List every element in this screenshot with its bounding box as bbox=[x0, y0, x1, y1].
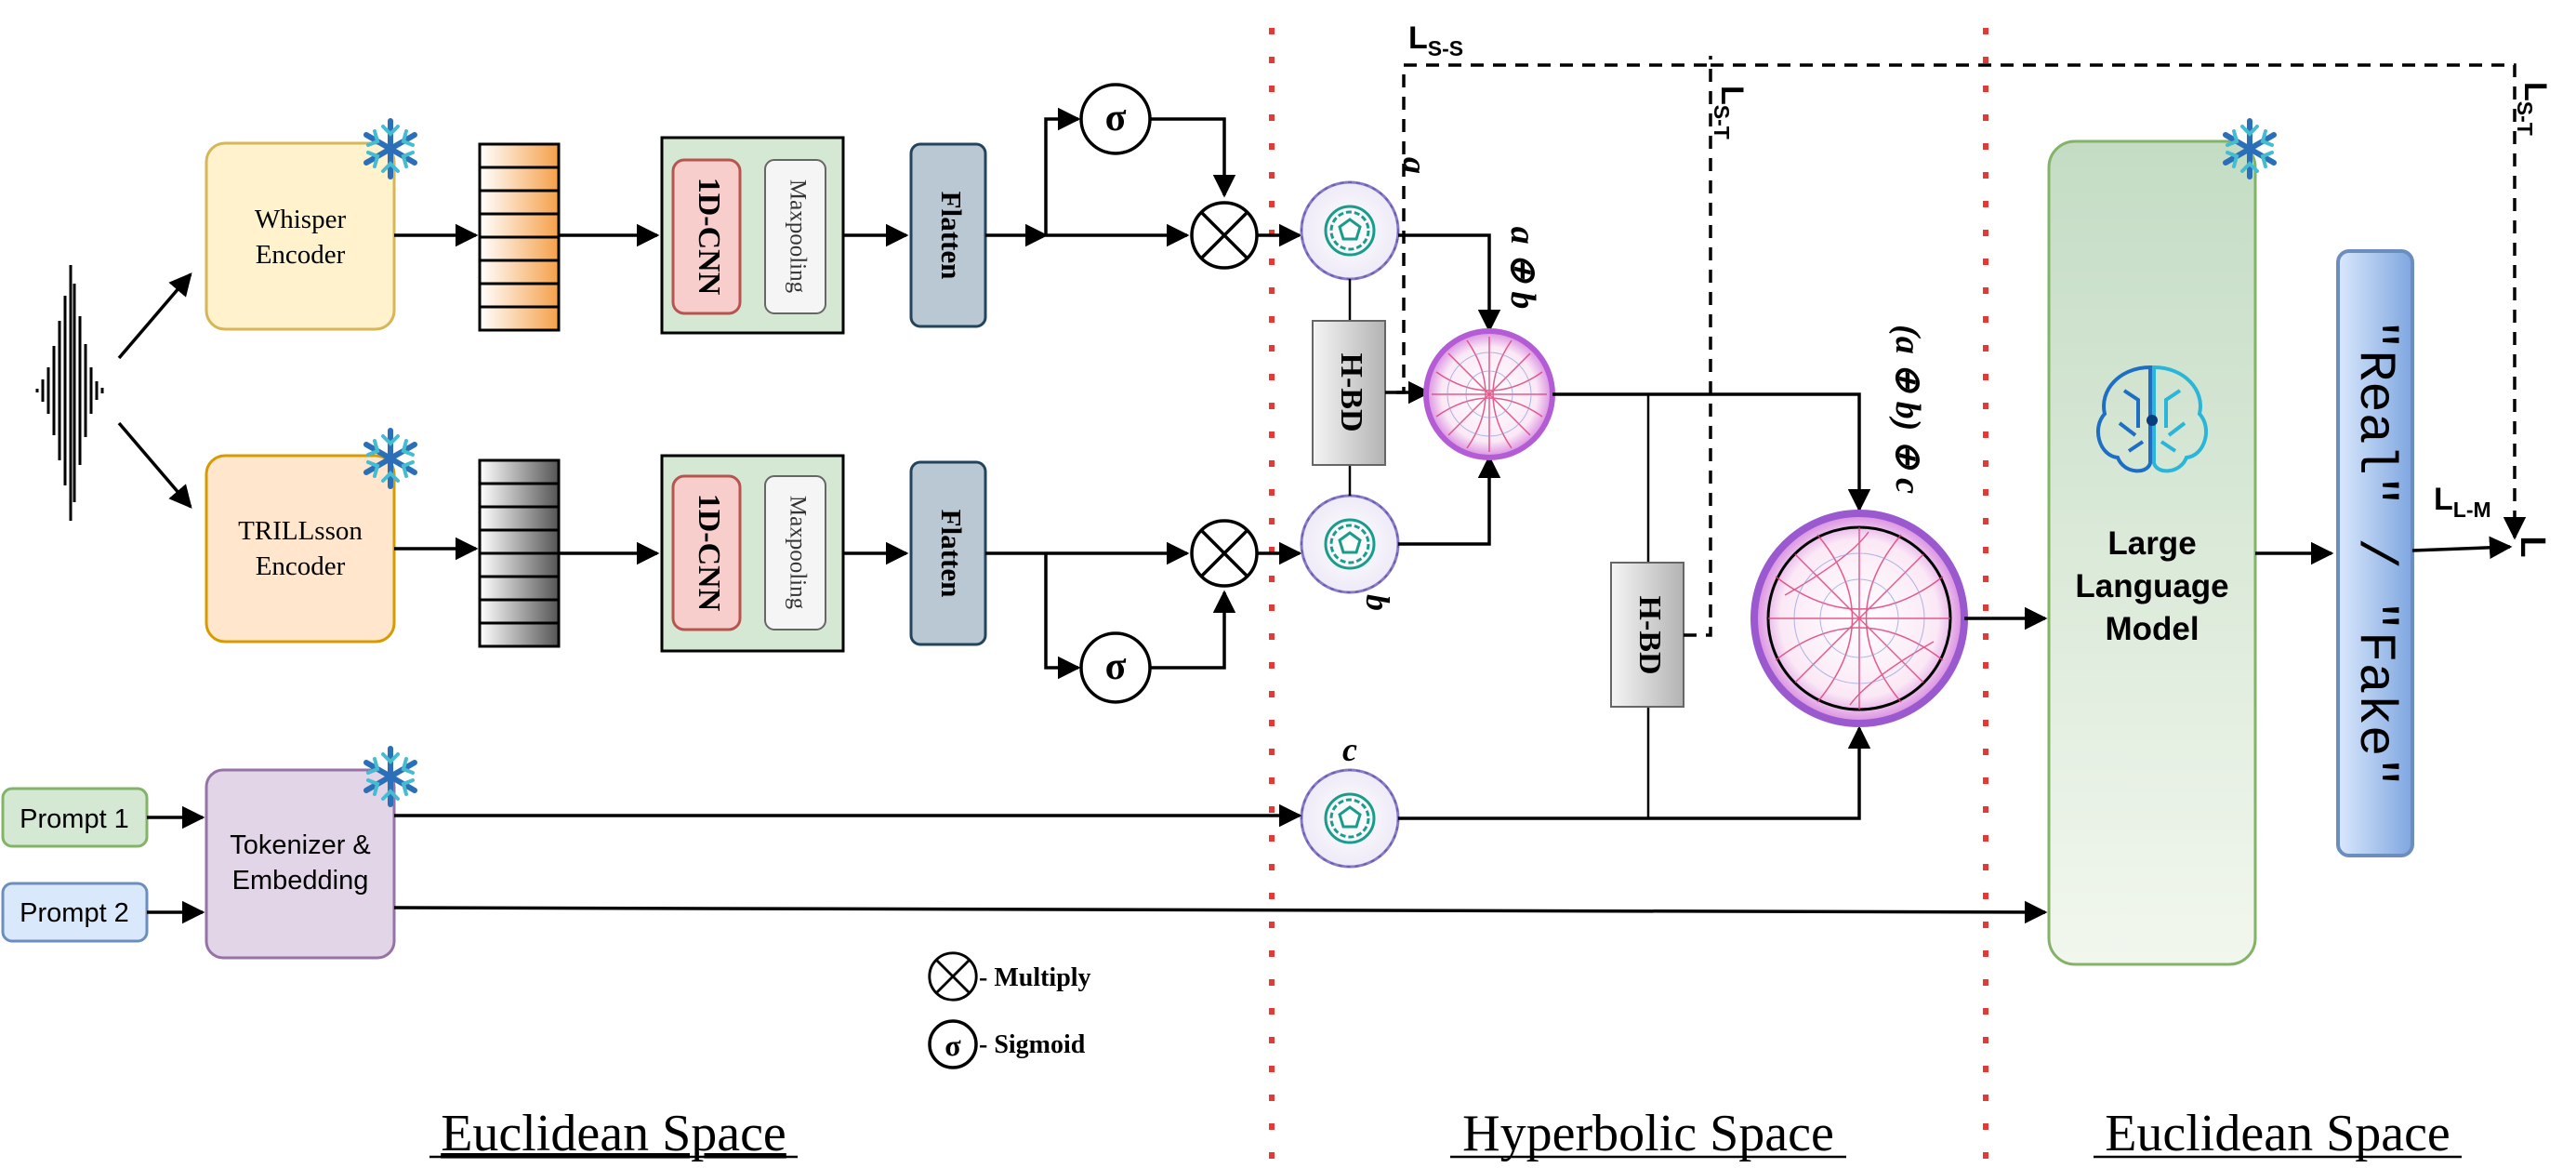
legend-multiply-label: - Multiply bbox=[979, 963, 1091, 992]
sigmoid-symbol-top: σ bbox=[1105, 97, 1127, 139]
svg-text:σ: σ bbox=[945, 1029, 961, 1062]
poincare-disk-abc bbox=[1750, 510, 1968, 727]
label-a: a bbox=[1396, 157, 1433, 174]
poincare-disk-b bbox=[1300, 494, 1400, 594]
multiply-icon bbox=[1190, 519, 1259, 588]
loss-final-label: L bbox=[2513, 536, 2552, 557]
poincare-disk-c bbox=[1300, 768, 1400, 869]
sigmoid-node-top: σ bbox=[1079, 83, 1152, 155]
whisper-encoder-label-1: Whisper bbox=[255, 205, 347, 234]
whisper-encoder-label-2: Encoder bbox=[256, 240, 346, 270]
llm-label-1: Large bbox=[2107, 525, 2196, 562]
label-a-plus-b: a ⊕ b bbox=[1503, 227, 1542, 310]
sigmoid-symbol-bottom: σ bbox=[1105, 645, 1127, 688]
cnn-maxpool-block-top: 1D-CNN Maxpooling bbox=[660, 136, 845, 335]
hbd-label-left: H-BD bbox=[1334, 353, 1368, 432]
flatten-label-top: Flatten bbox=[935, 192, 968, 280]
loss-st-label-middle: LS-T bbox=[1710, 86, 1750, 139]
output-box: "Real" / "Fake" bbox=[2336, 249, 2414, 857]
maxpool-label-bottom: Maxpooling bbox=[785, 496, 810, 610]
llm-label-2: Language bbox=[2075, 568, 2228, 604]
whisper-encoder-block: Whisper Encoder bbox=[205, 141, 396, 331]
prompt-2-label: Prompt 2 bbox=[20, 898, 129, 928]
poincare-disk-a-plus-b bbox=[1423, 328, 1555, 460]
space-label-right: Euclidean Space bbox=[2105, 1105, 2451, 1162]
output-label: "Real" / "Fake" bbox=[2345, 319, 2405, 788]
whisper-feature-stack bbox=[478, 142, 561, 332]
legend-sigmoid-label: - Sigmoid bbox=[979, 1030, 1086, 1059]
trillsson-encoder-block: TRILLsson Encoder bbox=[205, 454, 396, 644]
prompt-1-box: Prompt 1 bbox=[1, 787, 149, 848]
loss-ss-label: LS-S bbox=[1408, 20, 1463, 60]
space-label-middle: Hyperbolic Space bbox=[1462, 1105, 1834, 1162]
tokenizer-embedding-block: Tokenizer & Embedding bbox=[205, 768, 396, 960]
waveform-icon bbox=[35, 265, 104, 521]
loss-lm-label: LL-M bbox=[2434, 482, 2491, 522]
multiply-icon bbox=[1190, 201, 1259, 270]
sigmoid-node-bottom: σ bbox=[1079, 631, 1152, 704]
multiply-icon bbox=[928, 951, 978, 1002]
cnn-label-top: 1D-CNN bbox=[692, 178, 726, 296]
trillsson-encoder-label-1: TRILLsson bbox=[238, 516, 363, 546]
maxpool-label-top: Maxpooling bbox=[785, 179, 810, 294]
cnn-label-bottom: 1D-CNN bbox=[692, 494, 726, 612]
prompt-2-box: Prompt 2 bbox=[1, 882, 149, 943]
space-label-left: Euclidean Space bbox=[441, 1105, 786, 1162]
brain-icon bbox=[2095, 365, 2209, 473]
hbd-label-right: H-BD bbox=[1632, 596, 1667, 675]
tokenizer-label-2: Embedding bbox=[232, 866, 369, 896]
llm-block: Large Language Model bbox=[2047, 139, 2257, 966]
loss-line-st bbox=[1711, 63, 2527, 540]
prompt-1-label: Prompt 1 bbox=[20, 804, 129, 834]
label-c: c bbox=[1342, 731, 1357, 768]
hbd-block-right: H-BD bbox=[1610, 562, 1684, 708]
trillsson-feature-stack bbox=[478, 458, 561, 648]
loss-line-ss bbox=[1396, 63, 1711, 394]
legend: - Multiply σ - Sigmoid bbox=[928, 951, 1091, 1069]
sigmoid-icon: σ bbox=[928, 1019, 978, 1069]
llm-label-3: Model bbox=[2105, 611, 2199, 647]
tokenizer-label-1: Tokenizer & bbox=[230, 830, 371, 860]
poincare-disk-a bbox=[1300, 180, 1400, 281]
label-b: b bbox=[1359, 594, 1396, 611]
flatten-block-top: Flatten bbox=[909, 142, 987, 328]
label-abc: (a ⊕ b) ⊕ c bbox=[1888, 325, 1927, 494]
hbd-block-left: H-BD bbox=[1312, 320, 1386, 466]
flatten-block-bottom: Flatten bbox=[909, 460, 987, 646]
trillsson-encoder-label-2: Encoder bbox=[256, 551, 346, 581]
flatten-label-bottom: Flatten bbox=[935, 510, 968, 598]
cnn-maxpool-block-bottom: 1D-CNN Maxpooling bbox=[660, 454, 845, 653]
loss-st-label-right: LS-T bbox=[2513, 82, 2553, 136]
